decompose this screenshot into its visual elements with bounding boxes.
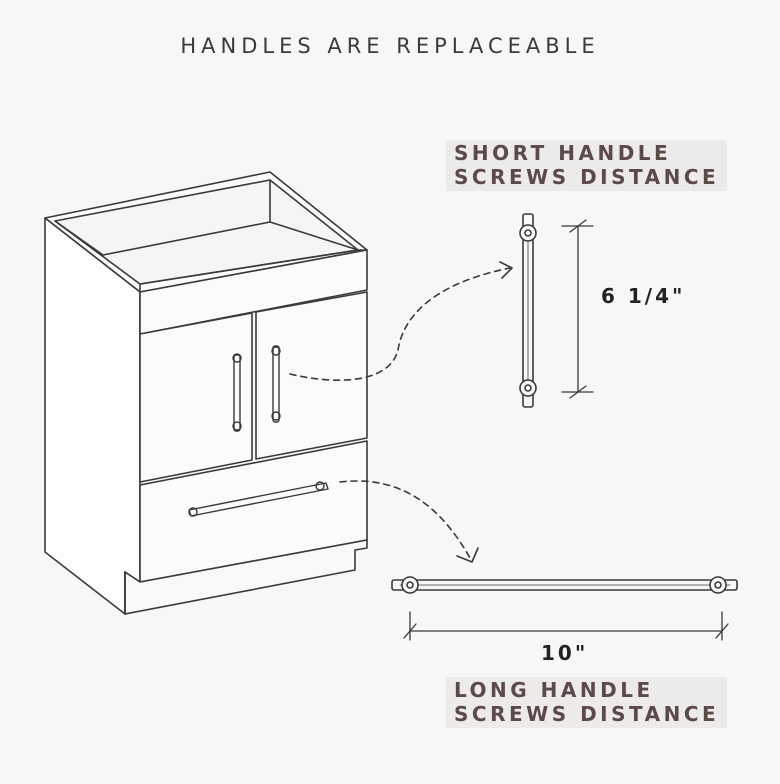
short-handle-detail (519, 213, 537, 408)
short-handle-label: SHORT HANDLE SCREWS DISTANCE (446, 140, 728, 191)
long-handle-label-line2: SCREWS DISTANCE (454, 702, 720, 726)
long-handle-dimension-line (403, 611, 729, 641)
long-handle-dimension: 10" (541, 641, 589, 665)
door-handle-right (271, 345, 281, 423)
long-handle-label-line1: LONG HANDLE (454, 678, 654, 702)
page-title: HANDLES ARE REPLACEABLE (180, 34, 600, 58)
vanity-cabinet (44, 171, 368, 615)
short-handle-dimension: 6 1/4" (601, 284, 686, 308)
door-handle-left (232, 353, 242, 432)
short-handle-dimension-line (561, 219, 594, 399)
long-handle-label: LONG HANDLE SCREWS DISTANCE (446, 677, 728, 728)
arrow-to-long-handle (339, 480, 479, 563)
short-handle-label-line2: SCREWS DISTANCE (454, 165, 720, 189)
short-handle-label-line1: SHORT HANDLE (454, 141, 672, 165)
long-handle-detail (391, 576, 738, 594)
drawer-handle (188, 481, 329, 517)
arrow-to-short-handle (289, 261, 513, 382)
